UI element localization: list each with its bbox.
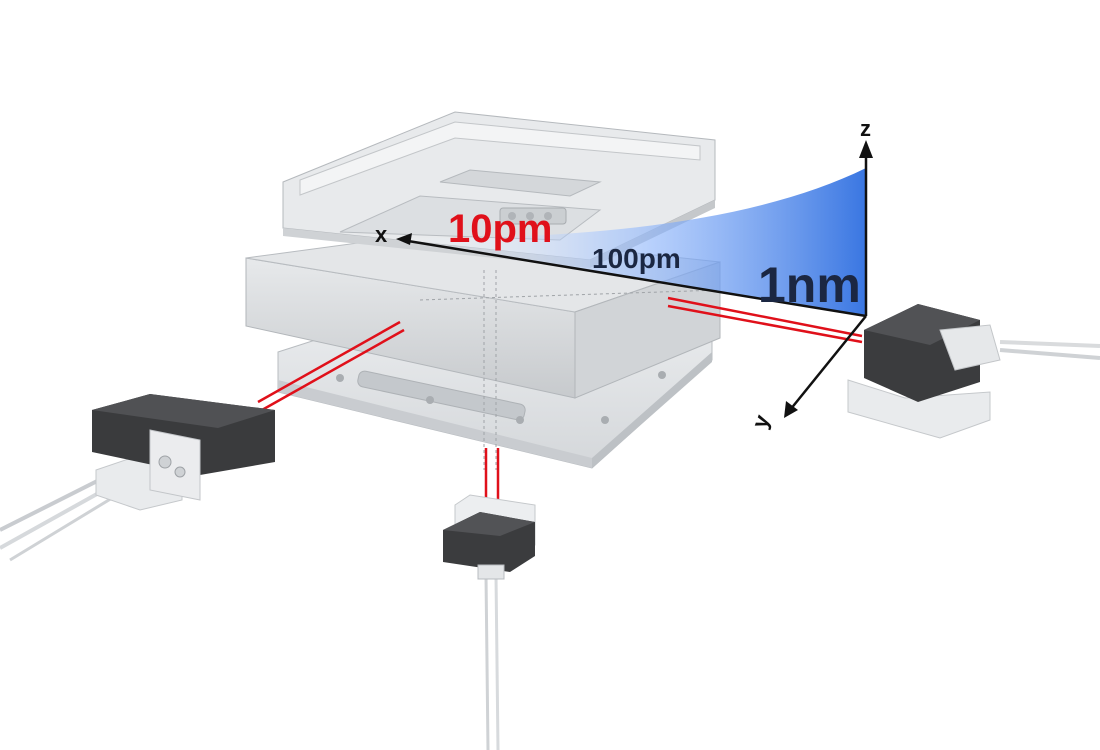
sensor-left	[92, 394, 275, 511]
axis-y-label: y	[747, 411, 775, 432]
axis-arrow-icon	[859, 140, 873, 158]
top-stage	[282, 111, 716, 268]
resolution-wedge	[395, 168, 866, 316]
axis-x-label: x	[375, 222, 388, 247]
labels: x z y 10pm 100pm 1nm	[375, 116, 871, 431]
axis-arrow-icon	[784, 401, 798, 418]
axis-z-label: z	[860, 116, 871, 141]
resolution-100pm-label: 100pm	[592, 243, 681, 274]
resolution-10pm-label: 10pm	[448, 207, 553, 251]
coordinate-axes	[396, 140, 873, 418]
laser-beams	[257, 296, 863, 515]
resolution-1nm-label: 1nm	[758, 257, 861, 313]
sensor-bottom	[443, 494, 536, 580]
sensor-right	[847, 304, 1001, 439]
axis-arrow-icon	[396, 233, 412, 245]
